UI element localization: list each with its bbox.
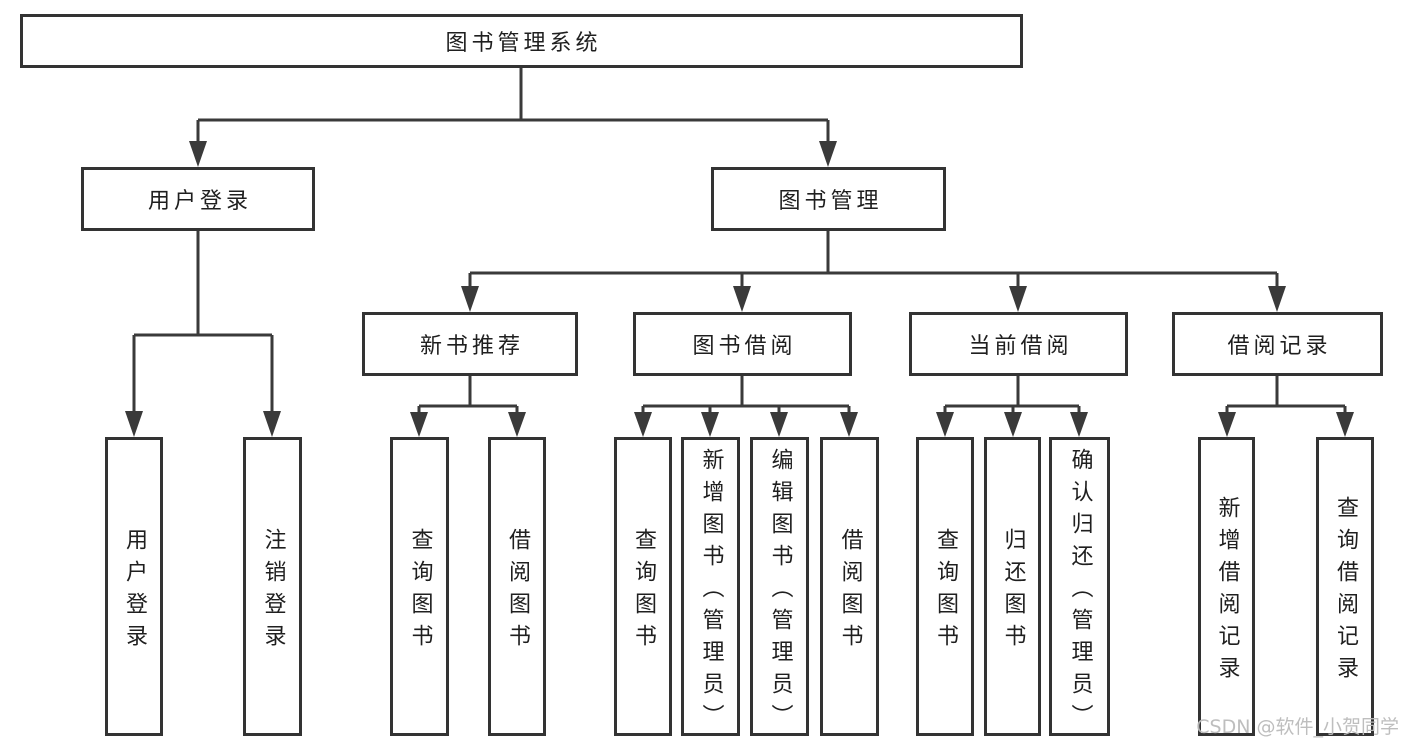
leaf-edit-books-admin-label: 编辑图书（管理员） xyxy=(767,447,793,736)
watermark-text: CSDN @软件_小贺同学 xyxy=(1196,716,1399,738)
node-book-borrowing: 图书借阅 xyxy=(633,312,852,376)
connector-newbookrec-to-leaves xyxy=(410,376,526,437)
node-book-management-label: 图书管理 xyxy=(778,189,883,214)
node-current-borrowing: 当前借阅 xyxy=(909,312,1128,376)
node-user-login: 用户登录 xyxy=(81,167,315,231)
leaf-confirm-return-admin-label: 确认归还（管理员） xyxy=(1067,447,1093,736)
node-book-management: 图书管理 xyxy=(711,167,946,231)
leaf-add-books-admin-label: 新增图书（管理员） xyxy=(698,447,724,736)
node-borrowing-records-label: 借阅记录 xyxy=(1227,334,1332,359)
leaf-borrow-books-2-label: 借阅图书 xyxy=(837,527,863,656)
node-root-label: 图书管理系统 xyxy=(445,31,602,56)
node-current-borrowing-label: 当前借阅 xyxy=(968,334,1073,359)
connector-bookborrow-to-leaves xyxy=(634,376,858,437)
leaf-query-books-3: 查询图书 xyxy=(916,437,974,736)
leaf-query-borrow-record-label: 查询借阅记录 xyxy=(1333,495,1358,688)
leaf-borrow-books-2: 借阅图书 xyxy=(820,437,879,736)
node-new-book-recommend-label: 新书推荐 xyxy=(419,334,524,359)
leaf-logout-label: 注销登录 xyxy=(260,527,286,656)
leaf-edit-books-admin: 编辑图书（管理员） xyxy=(750,437,809,736)
leaf-return-books: 归还图书 xyxy=(984,437,1041,736)
leaf-query-books-1-label: 查询图书 xyxy=(407,527,433,656)
leaf-query-books-2-label: 查询图书 xyxy=(631,527,656,656)
node-user-login-label: 用户登录 xyxy=(147,189,252,214)
leaf-user-login-label: 用户登录 xyxy=(122,527,147,656)
connector-borrowrecords-to-leaves xyxy=(1218,376,1354,437)
node-root: 图书管理系统 xyxy=(20,14,1023,68)
leaf-query-books-2: 查询图书 xyxy=(614,437,672,736)
leaf-query-books-3-label: 查询图书 xyxy=(933,527,958,656)
leaf-add-books-admin: 新增图书（管理员） xyxy=(681,437,740,736)
leaf-query-borrow-record: 查询借阅记录 xyxy=(1316,437,1374,736)
leaf-query-books-1: 查询图书 xyxy=(390,437,449,736)
node-borrowing-records: 借阅记录 xyxy=(1172,312,1383,376)
node-book-borrowing-label: 图书借阅 xyxy=(692,334,797,359)
leaf-return-books-label: 归还图书 xyxy=(1000,527,1026,656)
leaf-borrow-books-1: 借阅图书 xyxy=(488,437,546,736)
connector-userlogin-to-leaves xyxy=(125,231,281,437)
leaf-add-borrow-record-label: 新增借阅记录 xyxy=(1214,495,1240,688)
connector-bookmgmt-to-level3 xyxy=(461,231,1286,312)
connector-currentborrow-to-leaves xyxy=(936,376,1088,437)
leaf-add-borrow-record: 新增借阅记录 xyxy=(1198,437,1255,736)
leaf-confirm-return-admin: 确认归还（管理员） xyxy=(1049,437,1110,736)
node-new-book-recommend: 新书推荐 xyxy=(362,312,578,376)
connector-root-to-level2 xyxy=(189,68,837,167)
leaf-logout: 注销登录 xyxy=(243,437,302,736)
leaf-borrow-books-1-label: 借阅图书 xyxy=(505,527,530,656)
leaf-user-login: 用户登录 xyxy=(105,437,163,736)
